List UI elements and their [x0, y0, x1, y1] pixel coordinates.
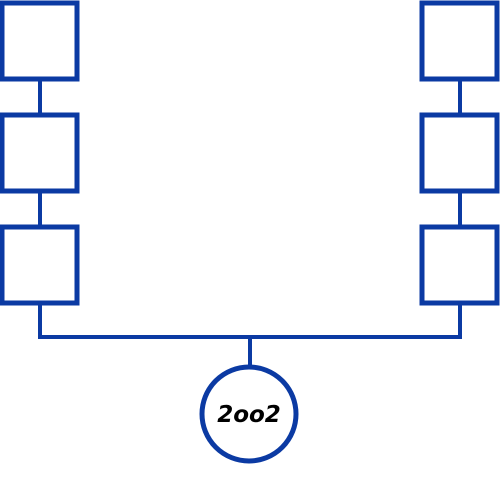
left-block-2	[0, 112, 80, 194]
voter-node	[199, 364, 299, 464]
right-block-3	[419, 224, 500, 306]
right-block-2	[419, 112, 500, 194]
left-block-3	[0, 224, 80, 306]
left-block-1	[0, 0, 80, 82]
right-block-1	[419, 0, 500, 82]
voter-label: 2oo2	[217, 402, 281, 428]
